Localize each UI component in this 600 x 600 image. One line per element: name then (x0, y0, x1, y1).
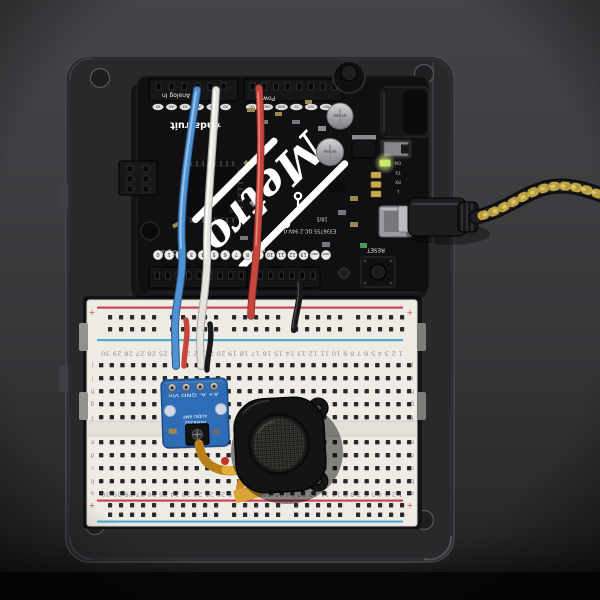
photo-stage: + + + + 1 2 3 4 5 6 7 8 9 10 11 12 13 14… (0, 0, 600, 600)
electronics-photo: + + + + 1 2 3 4 5 6 7 8 9 10 11 12 13 14… (0, 0, 600, 600)
vignette (0, 0, 600, 600)
